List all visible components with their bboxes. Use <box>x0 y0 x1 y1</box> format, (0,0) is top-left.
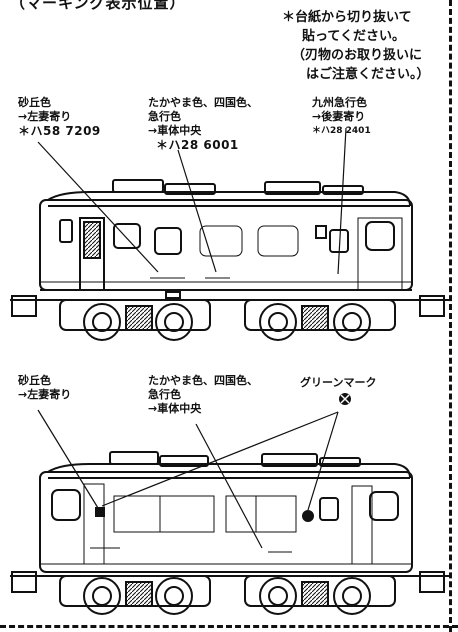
upper-door-right <box>357 217 403 291</box>
notice-line-1: ＊台紙から切り抜いて <box>282 10 412 25</box>
upper-center-color-2: 急行色 <box>148 110 181 123</box>
lower-window-band-1 <box>113 495 215 533</box>
upper-small-window <box>59 219 73 243</box>
lower-green-mark-position <box>302 510 314 522</box>
upper-label-kyushu: 九州急行色 →後妻寄り ＊ハ28 2401 <box>312 96 371 138</box>
upper-door-window <box>83 221 101 259</box>
lower-left-color: 砂丘色 <box>18 374 51 387</box>
notice-line-2: 貼ってください。 <box>302 29 405 44</box>
upper-railcar <box>10 127 450 341</box>
upper-window-2 <box>154 227 182 255</box>
green-mark-icon <box>339 393 351 405</box>
upper-roof-vent-3 <box>264 181 321 195</box>
upper-step <box>165 291 181 299</box>
upper-window-5 <box>315 225 327 239</box>
upper-window-1 <box>113 223 141 249</box>
sheet-heading-partial: （マーキング表示位置） <box>10 0 186 12</box>
lower-railcar <box>10 409 450 615</box>
upper-left-position: →左妻寄り <box>18 110 72 123</box>
lower-window-band-2 <box>225 495 297 533</box>
upper-coupler-left <box>11 295 37 317</box>
lower-roof-vent-1 <box>109 451 159 465</box>
lower-label-green-mark: グリーンマーク <box>300 376 376 390</box>
lower-window-1 <box>51 489 81 521</box>
lower-roof-vent-2 <box>159 455 209 467</box>
upper-left-code: ＊ハ58 7209 <box>18 124 101 138</box>
upper-right-code: ＊ハ28 2401 <box>312 126 371 136</box>
lower-right-title: グリーンマーク <box>300 376 377 389</box>
upper-roof-vent-2 <box>164 183 216 195</box>
lower-door-left <box>83 483 105 565</box>
upper-roof-vent-1 <box>112 179 164 193</box>
lower-left-position: →左妻寄り <box>18 388 72 401</box>
upper-window-7 <box>365 221 395 251</box>
upper-window-3 <box>199 225 243 257</box>
cutout-notice: ＊台紙から切り抜いて 貼ってください。 （刃物のお取り扱いに はご注意ください。… <box>282 8 450 84</box>
lower-center-position: →車体中央 <box>148 402 202 415</box>
lower-center-color: たかやま色、四国色、 <box>148 374 258 387</box>
upper-left-color: 砂丘色 <box>18 96 51 109</box>
upper-right-position: →後妻寄り <box>312 110 366 123</box>
notice-line-4: はご注意ください。） <box>306 67 430 82</box>
cut-line-bottom <box>0 625 458 628</box>
upper-coupler-right <box>419 295 445 317</box>
lower-window-6 <box>319 497 339 521</box>
lower-window-7 <box>369 491 399 521</box>
upper-label-sand-dune: 砂丘色 →左妻寄り ＊ハ58 7209 <box>18 96 101 138</box>
notice-line-3: （刃物のお取り扱いに <box>292 48 423 63</box>
upper-center-code: ＊ハ28 6001 <box>156 138 239 152</box>
upper-center-color: たかやま色、四国色、 <box>148 96 258 109</box>
lower-label-sand-dune: 砂丘色 →左妻寄り <box>18 374 71 402</box>
cut-line-right <box>449 0 452 632</box>
lower-body <box>39 471 413 573</box>
upper-right-color: 九州急行色 <box>312 96 367 109</box>
upper-center-position: →車体中央 <box>148 124 202 137</box>
lower-coupler-right <box>419 571 445 593</box>
lower-roof-vent-4 <box>319 457 361 467</box>
lower-coupler-left <box>11 571 37 593</box>
lower-label-takayama: たかやま色、四国色、 急行色 →車体中央 <box>148 374 258 416</box>
lower-marker-left <box>95 507 105 517</box>
lower-door-right <box>351 485 373 565</box>
upper-window-4 <box>257 225 299 257</box>
lower-center-color-2: 急行色 <box>148 388 181 401</box>
upper-door-left <box>79 217 105 291</box>
upper-label-takayama: たかやま色、四国色、 急行色 →車体中央 ＊ハ28 6001 <box>148 96 258 152</box>
lower-roof-vent-3 <box>261 453 318 467</box>
